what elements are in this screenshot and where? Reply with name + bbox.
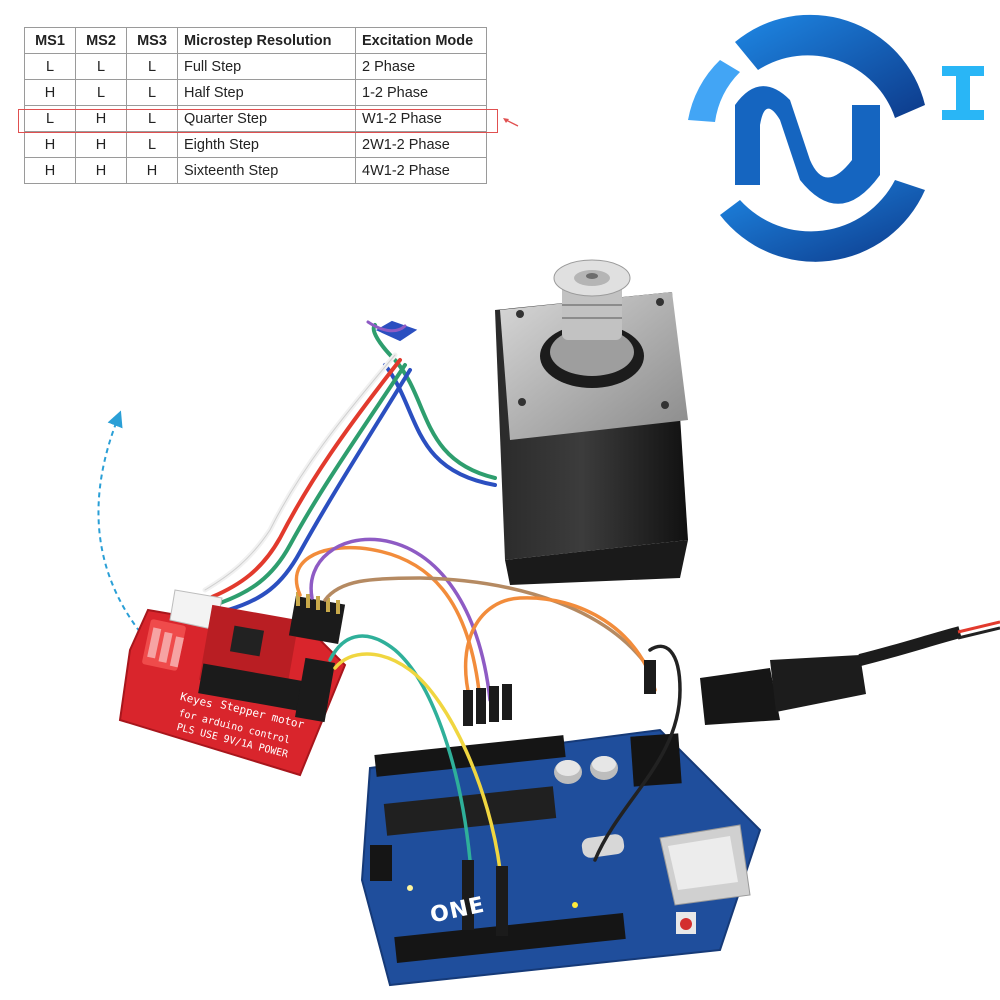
- tx-led: [572, 902, 578, 908]
- table-cell: H: [126, 157, 178, 184]
- atmega-chip: [383, 786, 557, 836]
- icsp-header: [370, 845, 392, 881]
- motor-wire-bundle: [202, 320, 497, 612]
- table-row: L L L Full Step 2 Phase: [24, 53, 487, 80]
- header-ms2: MS2: [75, 27, 127, 54]
- power-jack: [630, 733, 682, 787]
- motor-base: [505, 540, 688, 585]
- table-cell: 1-2 Phase: [355, 79, 487, 106]
- table-cell: 2 Phase: [355, 53, 487, 80]
- table-cell: Half Step: [177, 79, 356, 106]
- logo-n-mark: [735, 86, 880, 204]
- table-header-row: MS1 MS2 MS3 Microstep Resolution Excitat…: [24, 27, 487, 54]
- table-cell: L: [126, 105, 178, 132]
- table-cell: L: [126, 79, 178, 106]
- table-row-highlighted: L H L Quarter Step W1-2 Phase: [24, 105, 487, 132]
- table-cell: 4W1-2 Phase: [355, 157, 487, 184]
- brand-logo: [688, 14, 984, 262]
- header-ms1: MS1: [24, 27, 76, 54]
- dc-power-cable: [700, 620, 1000, 725]
- stepper-motor: [495, 259, 688, 585]
- table-row: H H L Eighth Step 2W1-2 Phase: [24, 131, 487, 158]
- table-cell: 2W1-2 Phase: [355, 131, 487, 158]
- table-cell: L: [126, 53, 178, 80]
- table-cell: Quarter Step: [177, 105, 356, 132]
- capacitors: [554, 756, 618, 784]
- jumper-plugs: [462, 660, 656, 936]
- table-cell: Eighth Step: [177, 131, 356, 158]
- yellow-wire: [333, 652, 502, 872]
- table-cell: L: [75, 79, 127, 106]
- status-led: [407, 885, 413, 891]
- pin-headers: [198, 595, 346, 723]
- analog-header: [394, 913, 626, 963]
- table-cell: H: [75, 157, 127, 184]
- motor-screw: [516, 310, 524, 318]
- orange-wire-2: [463, 596, 657, 702]
- table-cell: L: [24, 105, 76, 132]
- logo-i-mark: [942, 66, 984, 120]
- driver-chip: [229, 625, 265, 657]
- jumper-wires: [294, 537, 682, 872]
- tan-wire: [323, 576, 652, 672]
- rotation-arrow: [97, 410, 141, 633]
- motor-screw: [661, 401, 669, 409]
- logo-top-arc: [735, 14, 925, 118]
- header-ms3: MS3: [126, 27, 178, 54]
- arduino-uno-board: [360, 728, 762, 987]
- motor-screw: [518, 398, 526, 406]
- table-cell: H: [24, 131, 76, 158]
- motor-screw: [656, 298, 664, 306]
- table-row: H H H Sixteenth Step 4W1-2 Phase: [24, 157, 487, 184]
- pulley: [553, 259, 631, 340]
- logo-bottom-arc: [720, 180, 925, 262]
- table-cell: L: [126, 131, 178, 158]
- table-cell: H: [75, 131, 127, 158]
- stepper-driver-board: [118, 589, 347, 777]
- header-microstep-resolution: Microstep Resolution: [177, 27, 356, 54]
- logo-left-arc: [688, 60, 740, 122]
- table-cell: H: [24, 79, 76, 106]
- header-pins: [296, 592, 340, 614]
- orange-wire: [294, 545, 482, 702]
- table-cell: H: [24, 157, 76, 184]
- highlight-arrow-icon: [503, 118, 519, 127]
- table-cell: Sixteenth Step: [177, 157, 356, 184]
- table-cell: L: [24, 53, 76, 80]
- header-excitation-mode: Excitation Mode: [355, 27, 487, 54]
- purple-wire: [309, 537, 492, 702]
- table-cell: W1-2 Phase: [355, 105, 487, 132]
- black-wire: [593, 644, 682, 862]
- table-cell: L: [75, 53, 127, 80]
- table-cell: H: [75, 105, 127, 132]
- microstep-table: MS1 MS2 MS3 Microstep Resolution Excitat…: [24, 27, 487, 184]
- table-cell: Full Step: [177, 53, 356, 80]
- teal-wire: [328, 634, 472, 862]
- table-row: H L L Half Step 1-2 Phase: [24, 79, 487, 106]
